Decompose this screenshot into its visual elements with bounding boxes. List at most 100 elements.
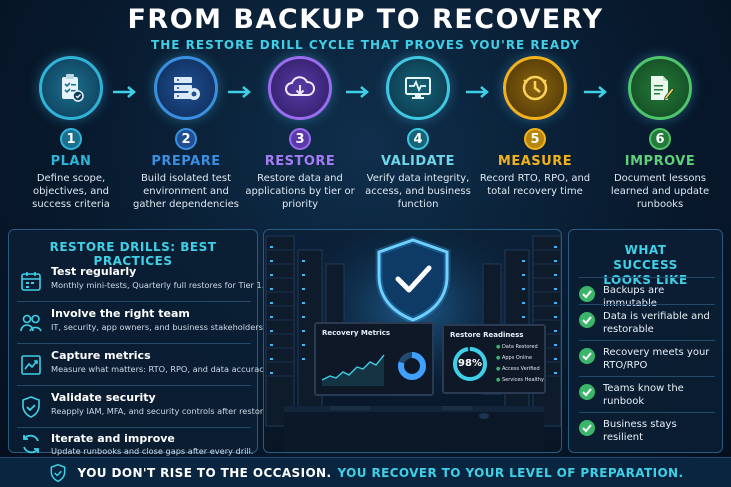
- best-practice-title: Capture metrics: [51, 349, 151, 362]
- best-practice-description: Monthly mini-tests, Quarterly full resto…: [51, 280, 265, 290]
- step-title: MEASURE: [497, 154, 573, 169]
- readiness-item: ● Services Healthy: [496, 377, 545, 383]
- divider: [17, 301, 251, 302]
- success-text: Recovery meets your RTO/RPO: [603, 347, 710, 371]
- shield-check-icon: [22, 396, 40, 418]
- step-title: VALIDATE: [381, 154, 455, 169]
- restore-drill-cycle: 1 PLAN Define scope, objectives, and suc…: [0, 56, 731, 226]
- divider: [579, 304, 715, 305]
- check-icon: [579, 384, 595, 400]
- step-number: 6: [649, 128, 671, 150]
- step-title: PREPARE: [151, 154, 221, 169]
- step-title: IMPROVE: [624, 154, 696, 169]
- check-icon: ●: [496, 377, 502, 383]
- monitor-pulse-icon: [386, 56, 450, 120]
- restore-readiness-monitor: Restore Readiness 98% ● Data Restored ● …: [442, 324, 546, 394]
- restore-readiness-title: Restore Readiness: [450, 331, 524, 339]
- best-practice-description: Measure what matters: RTO, RPO, and data…: [51, 364, 271, 374]
- step-number: 5: [524, 128, 546, 150]
- check-icon: [579, 312, 595, 328]
- best-practice-title: Involve the right team: [51, 307, 190, 320]
- success-heading: WHAT SUCCESS LOOKS LIKE: [603, 243, 688, 287]
- recovery-metrics-title: Recovery Metrics: [322, 329, 391, 337]
- readiness-gauge: [453, 347, 487, 381]
- cloud-download-icon: [268, 56, 332, 120]
- check-icon: ●: [496, 355, 502, 361]
- success-text: Teams know the runbook: [603, 383, 684, 407]
- shield-check-icon: [50, 463, 65, 482]
- divider: [17, 343, 251, 344]
- best-practice-description: Reapply IAM, MFA, and security controls …: [51, 406, 271, 416]
- step-restore: 3 RESTORE Restore data and applications …: [240, 56, 360, 211]
- best-practice-item: Test regularly Monthly mini-tests, Quart…: [17, 265, 264, 303]
- divider: [579, 412, 715, 413]
- step-validate: 4 VALIDATE Verify data integrity, access…: [358, 56, 478, 211]
- best-practice-description: IT, security, app owners, and business s…: [51, 322, 266, 332]
- best-practice-title: Test regularly: [51, 265, 137, 278]
- readiness-item: ● Access Verified: [496, 366, 540, 372]
- refresh-icon: [23, 434, 39, 454]
- check-icon: [579, 348, 595, 364]
- step-prepare: 2 PREPARE Build isolated test environmen…: [126, 56, 246, 211]
- step-description: Define scope, objectives, and success cr…: [32, 173, 110, 210]
- success-text: Business stays resilient: [603, 419, 677, 443]
- success-text: Backups are immutable: [603, 285, 665, 309]
- server-gear-icon: [154, 56, 218, 120]
- step-number: 4: [407, 128, 429, 150]
- step-description: Record RTO, RPO, and total recovery time: [479, 173, 591, 197]
- divider: [579, 340, 715, 341]
- recovery-metrics-monitor: Recovery Metrics: [314, 322, 434, 396]
- arrow-right-icon: [346, 86, 369, 98]
- step-title: RESTORE: [264, 154, 336, 169]
- success-panel: WHAT SUCCESS LOOKS LIKE Backups are immu…: [568, 229, 723, 453]
- step-measure: 5 MEASURE Record RTO, RPO, and total rec…: [475, 56, 595, 198]
- step-description: Verify data integrity, access, and busin…: [365, 173, 471, 210]
- check-icon: ●: [496, 344, 502, 350]
- divider: [579, 277, 715, 278]
- arrow-right-icon: [113, 86, 136, 98]
- page-title: FROM BACKUP TO RECOVERY: [127, 4, 604, 35]
- step-title: PLAN: [50, 154, 92, 169]
- calendar-icon: [21, 272, 41, 291]
- check-icon: [579, 420, 595, 436]
- best-practice-title: Validate security: [51, 391, 156, 404]
- arrow-right-icon: [584, 86, 607, 98]
- step-description: Restore data and applications by tier or…: [245, 173, 355, 210]
- step-number: 1: [60, 128, 82, 150]
- divider: [579, 376, 715, 377]
- chart-icon: [21, 355, 41, 375]
- step-number: 2: [175, 128, 197, 150]
- step-description: Document lessons learned and update runb…: [610, 173, 710, 210]
- readiness-item: ● Apps Online: [496, 355, 533, 361]
- best-practices-panel: RESTORE DRILLS: BEST PRACTICES Test regu…: [8, 229, 271, 456]
- page-subtitle: THE RESTORE DRILL CYCLE THAT PROVES YOU'…: [151, 38, 580, 52]
- document-pencil-icon: [628, 56, 692, 120]
- clock-icon: [503, 56, 567, 120]
- best-practice-item: Capture metrics Measure what matters: RT…: [17, 349, 270, 387]
- step-plan: 1 PLAN Define scope, objectives, and suc…: [11, 56, 131, 211]
- divider: [17, 385, 251, 386]
- team-icon: [20, 314, 42, 332]
- step-improve: 6 IMPROVE Document lessons learned and u…: [600, 56, 720, 211]
- check-icon: [579, 286, 595, 302]
- footer-banner: YOU DON'T RISE TO THE OCCASION. YOU RECO…: [0, 457, 731, 487]
- best-practice-item: Involve the right team IT, security, app…: [17, 307, 266, 345]
- footer-text-part2: YOU RECOVER TO YOUR LEVEL OF PREPARATION…: [337, 465, 684, 480]
- check-icon: ●: [496, 366, 502, 372]
- best-practice-title: Iterate and improve: [51, 432, 175, 445]
- readiness-percentage: 98%: [458, 358, 482, 369]
- footer-text-part1: YOU DON'T RISE TO THE OCCASION.: [77, 465, 332, 480]
- arrow-right-icon: [228, 86, 251, 98]
- data-center-illustration: Recovery Metrics Restore Readiness 98% ●…: [263, 229, 562, 453]
- best-practice-description: Update runbooks and close gaps after eve…: [51, 446, 254, 456]
- readiness-item: ● Data Restored: [496, 344, 538, 350]
- line-chart-graphic: [321, 352, 426, 386]
- divider: [17, 427, 251, 428]
- step-number: 3: [289, 128, 311, 150]
- best-practice-item: Validate security Reapply IAM, MFA, and …: [17, 391, 271, 429]
- success-text: Data is verifiable and restorable: [603, 311, 710, 335]
- step-description: Build isolated test environment and gath…: [133, 173, 239, 210]
- best-practices-heading: RESTORE DRILLS: BEST PRACTICES: [49, 240, 217, 268]
- arrow-right-icon: [466, 86, 489, 98]
- best-practice-item: Iterate and improve Update runbooks and …: [17, 416, 254, 456]
